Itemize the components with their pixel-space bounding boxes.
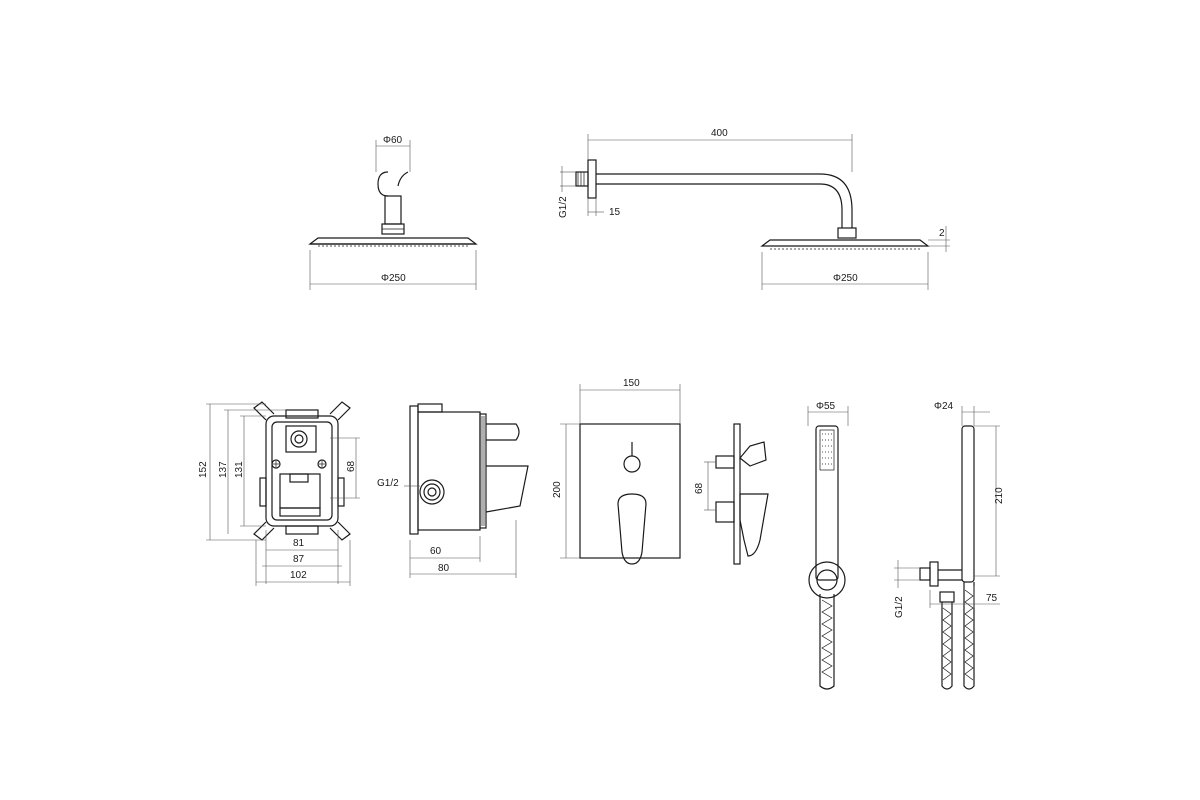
dim-head-side-dia: Φ250 <box>833 273 858 284</box>
trim-plate-front-view: 150 200 <box>552 378 681 565</box>
dim-lever-68: 68 <box>694 482 705 494</box>
hand-shower-front-view: Φ55 <box>807 401 849 690</box>
shower-head-front-view: Φ60 Φ250 <box>308 135 478 290</box>
lever-side-view: 68 <box>694 423 769 565</box>
dim-box-102: 102 <box>290 570 307 581</box>
dim-plate-150: 150 <box>623 378 640 389</box>
dim-box-152: 152 <box>198 461 209 478</box>
shower-arm-side-view: 400 G1/2 15 2 Φ250 <box>558 128 950 290</box>
dim-box-131: 131 <box>234 461 245 478</box>
dim-arm-thread: G1/2 <box>558 196 569 218</box>
dim-head-thickness: 2 <box>939 228 945 239</box>
hand-nozzle-grid <box>822 433 832 465</box>
dim-side-thread: G1/2 <box>377 478 399 489</box>
dim-head-pipe-dia: Φ60 <box>383 135 403 146</box>
dim-head-front-dia: Φ250 <box>381 273 406 284</box>
dim-plate-200: 200 <box>552 481 563 498</box>
dim-hand-dia24: Φ24 <box>934 401 954 412</box>
dim-arm-flange: 15 <box>609 207 621 218</box>
dim-hand-75: 75 <box>986 593 998 604</box>
dim-box-87: 87 <box>293 554 305 565</box>
dim-hand-thread: G1/2 <box>894 596 905 618</box>
hand-shower-side-view: Φ24 210 G1/2 75 <box>894 401 1005 690</box>
dim-side-60: 60 <box>430 546 442 557</box>
mixer-box-front-view: 152 137 131 68 81 87 102 <box>198 401 360 586</box>
dim-box-137: 137 <box>218 461 229 478</box>
dim-box-81: 81 <box>293 538 305 549</box>
dim-arm-length: 400 <box>711 128 728 139</box>
dim-hand-210: 210 <box>994 487 1005 504</box>
mixer-box-side-view: G1/2 60 80 <box>377 403 529 578</box>
dim-box-68: 68 <box>346 460 357 472</box>
dim-side-80: 80 <box>438 563 450 574</box>
dim-hand-dia55: Φ55 <box>816 401 836 412</box>
